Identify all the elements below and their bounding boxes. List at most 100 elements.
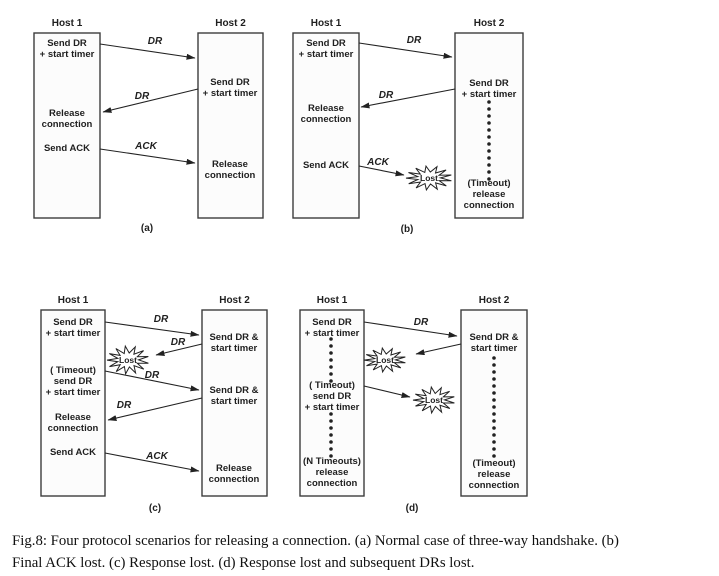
timer-dot — [487, 163, 491, 167]
timer-dot — [487, 107, 491, 111]
host-title: Host 1 — [52, 18, 83, 29]
state-label: connection — [209, 474, 260, 485]
state-label: connection — [307, 478, 358, 489]
timer-dot — [487, 121, 491, 125]
timer-dot — [492, 405, 496, 409]
message-arrow — [102, 88, 199, 113]
timer-dot — [492, 433, 496, 437]
host-box — [33, 32, 101, 219]
lost-burst-label: Lost — [420, 173, 438, 183]
state-label: (Timeout) — [467, 178, 510, 189]
state-label: + start timer — [40, 49, 95, 60]
message-label: ACK — [366, 157, 389, 168]
host-title: Host 1 — [311, 18, 342, 29]
message-label: DR — [407, 35, 422, 46]
timer-dots — [487, 100, 491, 181]
host-title: Host 2 — [474, 18, 505, 29]
host-title: Host 2 — [479, 295, 510, 306]
timer-dot — [329, 372, 333, 376]
lost-burst-icon — [363, 346, 406, 374]
host-box — [197, 32, 264, 219]
state-label: Send DR & — [469, 332, 518, 343]
state-label: ( Timeout) — [309, 380, 355, 391]
timer-dot — [492, 447, 496, 451]
state-label: send DR — [313, 391, 352, 402]
timer-dot — [487, 100, 491, 104]
timer-dot — [492, 356, 496, 360]
state-label: connection — [48, 423, 99, 434]
state-label: Release — [212, 159, 248, 170]
message-arrow — [358, 42, 453, 59]
panel-tag: (a) — [141, 223, 153, 234]
state-label: + start timer — [46, 387, 101, 398]
message-arrow — [363, 385, 411, 398]
state-label: Send DR — [469, 78, 509, 89]
lost-burst-label: Lost — [119, 355, 137, 365]
state-label: send DR — [54, 376, 93, 387]
host-box — [460, 309, 528, 497]
message-arrow — [99, 43, 196, 60]
timer-dots — [329, 412, 333, 458]
state-label: + start timer — [299, 49, 354, 60]
timer-dot — [329, 433, 333, 437]
caption-line-2: Final ACK lost. (c) Response lost. (d) R… — [12, 554, 475, 571]
state-label: connection — [469, 480, 520, 491]
message-label: ACK — [134, 141, 157, 152]
lost-burst-icon — [405, 164, 452, 192]
timer-dot — [329, 412, 333, 416]
timer-dot — [492, 440, 496, 444]
state-label: Send DR & — [209, 332, 258, 343]
panel-tag: (b) — [401, 224, 414, 235]
state-label: Release — [55, 412, 91, 423]
state-label: + start timer — [203, 88, 258, 99]
timer-dots — [492, 356, 496, 458]
state-label: release — [316, 467, 349, 478]
timer-dot — [492, 384, 496, 388]
state-label: start timer — [471, 343, 518, 354]
panel-tag: (d) — [406, 503, 419, 514]
state-label: (Timeout) — [472, 458, 515, 469]
host-box — [454, 32, 524, 219]
state-label: Send DR & — [209, 385, 258, 396]
message-label: ACK — [145, 451, 168, 462]
message-arrow — [155, 343, 203, 356]
state-label: Send DR — [47, 38, 87, 49]
host-title: Host 1 — [317, 295, 348, 306]
timer-dot — [487, 149, 491, 153]
timer-dot — [492, 391, 496, 395]
state-label: + start timer — [305, 328, 360, 339]
host-title: Host 2 — [219, 295, 250, 306]
message-arrow — [358, 165, 405, 177]
lost-burst-icon — [106, 344, 149, 376]
timer-dot — [329, 440, 333, 444]
message-label: DR — [171, 337, 186, 348]
message-label: DR — [154, 314, 169, 325]
state-label: release — [473, 189, 506, 200]
timer-dot — [329, 358, 333, 362]
timer-dot — [492, 419, 496, 423]
figure-caption: Fig.8: Four protocol scenarios for relea… — [12, 531, 719, 574]
timer-dot — [487, 135, 491, 139]
state-label: connection — [205, 170, 256, 181]
timer-dot — [329, 337, 333, 341]
timer-dot — [492, 454, 496, 458]
state-label: Send DR — [312, 317, 352, 328]
state-label: Release — [308, 103, 344, 114]
timer-dot — [329, 344, 333, 348]
caption-line-1: Fig.8: Four protocol scenarios for relea… — [12, 533, 619, 549]
state-label: + start timer — [305, 402, 360, 413]
panel-d-host-2: Host 2 Send DR &start timer (Timeout)relea… — [460, 295, 528, 497]
state-label: release — [478, 469, 511, 480]
timer-dot — [487, 156, 491, 160]
timer-dot — [487, 128, 491, 132]
host-box — [299, 309, 365, 497]
timer-dot — [329, 454, 333, 458]
message-label: DR — [135, 91, 150, 102]
state-label: start timer — [211, 343, 258, 354]
lost-burst-label: Lost — [376, 355, 394, 365]
